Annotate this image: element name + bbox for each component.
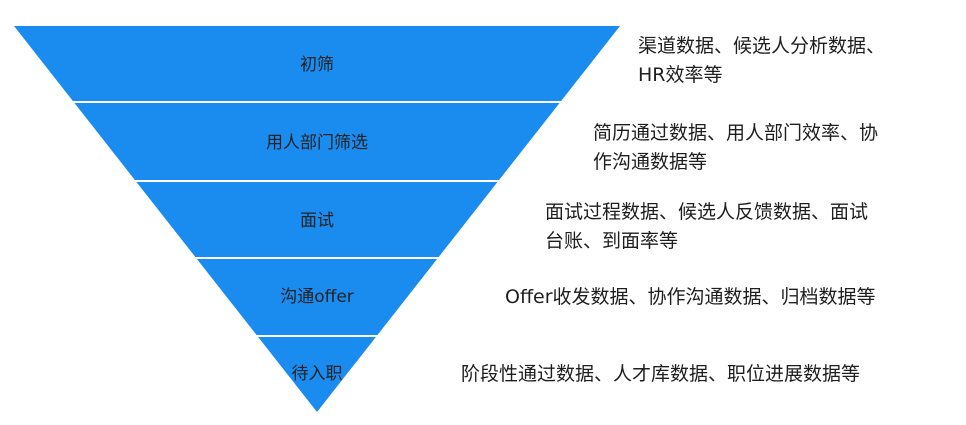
description-line: 台账、到面率等	[545, 230, 679, 252]
description-line: 阶段性通过数据、人才库数据、职位进展数据等	[461, 363, 861, 385]
funnel-triangle	[14, 26, 620, 412]
stage-label-dept-screening: 用人部门筛选	[266, 133, 368, 153]
description-line: 面试过程数据、候选人反馈数据、面试	[545, 201, 869, 223]
stage-description-screening: 渠道数据、候选人分析数据、 HR效率等	[638, 32, 885, 90]
description-line: 渠道数据、候选人分析数据、	[638, 35, 886, 57]
description-line: 简历通过数据、用人部门效率、协	[593, 122, 879, 144]
stage-label-onboarding: 待入职	[292, 364, 343, 384]
stage-description-offer: Offer收发数据、协作沟通数据、归档数据等	[505, 283, 876, 312]
stage-label-screening: 初筛	[300, 55, 334, 75]
description-line: HR效率等	[638, 64, 723, 86]
stage-description-dept-screening: 简历通过数据、用人部门效率、协 作沟通数据等	[593, 119, 878, 177]
stage-label-offer: 沟通offer	[280, 287, 354, 307]
description-line: 作沟通数据等	[593, 151, 708, 173]
description-line: Offer收发数据、协作沟通数据、归档数据等	[505, 286, 876, 308]
stage-label-interview: 面试	[300, 211, 334, 231]
stage-description-interview: 面试过程数据、候选人反馈数据、面试 台账、到面率等	[545, 198, 868, 256]
stage-description-onboarding: 阶段性通过数据、人才库数据、职位进展数据等	[461, 360, 860, 389]
